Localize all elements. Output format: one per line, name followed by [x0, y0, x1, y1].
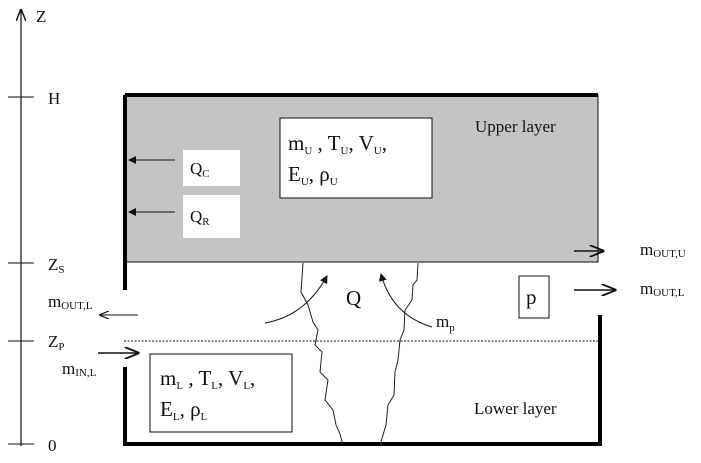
qc-box	[183, 150, 240, 186]
qr-box	[183, 195, 240, 238]
plume-mass-flow-label: mp	[436, 312, 455, 334]
tick-zero: 0	[48, 436, 57, 455]
entrainment-arrow-right	[378, 273, 433, 328]
plume	[300, 262, 419, 446]
lower-layer-title: Lower layer	[474, 399, 557, 418]
tick-h: H	[48, 89, 60, 108]
lower-vars-line2: EL, ρL	[160, 397, 208, 423]
tick-zs: ZS	[48, 255, 65, 276]
entrainment-arrow-left	[264, 275, 328, 324]
tick-zp: ZP	[48, 332, 65, 353]
lower-vars-line1: mL , TL, VL,	[160, 366, 255, 392]
lower-layer-variables-box	[149, 353, 293, 433]
convective-heat-label: QC	[190, 159, 210, 180]
pressure-box	[518, 275, 550, 319]
plume-heat-q: Q	[346, 286, 361, 310]
upper-vars-line1: mU , TU, VU,	[288, 131, 387, 157]
pressure-label: p	[526, 285, 537, 309]
z-axis: Z H ZS ZP 0	[8, 7, 65, 455]
m-out-u-label: mOUT,U	[640, 240, 686, 260]
radiative-heat-label: QR	[190, 207, 210, 228]
m-in-l-label: mIN,L	[62, 359, 97, 379]
axis-label: Z	[36, 7, 46, 26]
upper-layer-variables-box	[279, 117, 433, 199]
upper-vars-line2: EU, ρU	[288, 162, 338, 188]
upper-layer-title: Upper layer	[475, 117, 556, 136]
compartment-walls	[123, 93, 602, 446]
m-out-l-right-label: mOUT,L	[640, 279, 685, 299]
m-out-l-left-label: mOUT,L	[48, 292, 93, 312]
